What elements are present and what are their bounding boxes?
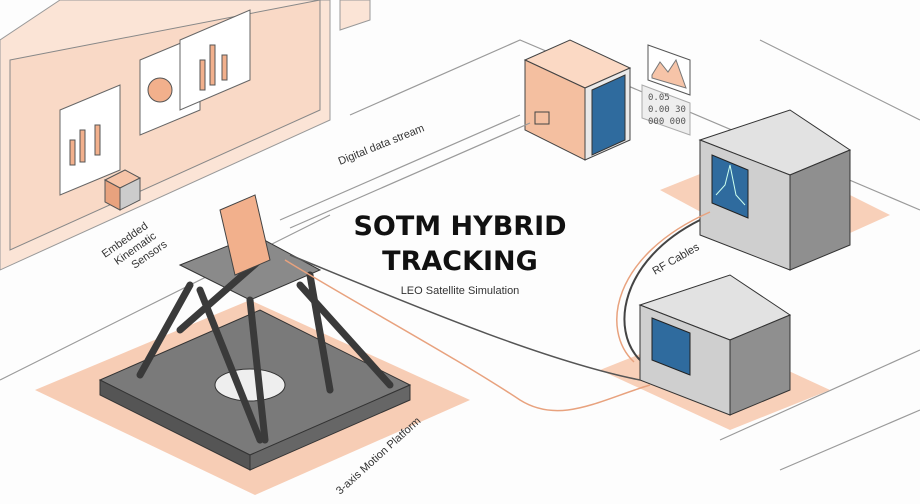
spectrum-analyzer-top — [660, 109, 890, 271]
antenna-array — [219, 194, 271, 276]
server-tower — [523, 39, 632, 161]
label-rf-cables: RF Cables — [651, 241, 702, 278]
sensor-box — [103, 169, 142, 211]
title-line-2: TRACKING — [382, 246, 538, 277]
back-wall — [0, 0, 371, 271]
floating-chart: 0.05 0.00 30 000 000 — [641, 44, 691, 136]
title-line-1: SOTM HYBRID — [353, 211, 566, 242]
subtitle: LEO Satellite Simulation — [401, 285, 520, 297]
label-data-stream: Digital data stream — [337, 122, 427, 167]
platform-bore — [214, 368, 286, 402]
server-screen — [591, 74, 626, 156]
readout-row-2: 0.00 30 — [648, 105, 686, 115]
label-sensors: Embedded Kinematic Sensors — [100, 220, 170, 271]
analyzer-screen — [711, 154, 749, 219]
analyzer-screen-2 — [651, 317, 691, 376]
wall-chart-bars — [59, 84, 121, 196]
motion-platform — [35, 194, 470, 495]
readout-row-3: 000 000 — [648, 117, 686, 127]
readout-panel — [641, 84, 691, 136]
spectrum-analyzer-bottom — [600, 274, 830, 430]
rf-cables — [284, 211, 711, 412]
readout-row-1: 0.05 — [648, 93, 670, 103]
pie-icon — [147, 77, 173, 103]
data-stream-lines — [279, 114, 531, 229]
